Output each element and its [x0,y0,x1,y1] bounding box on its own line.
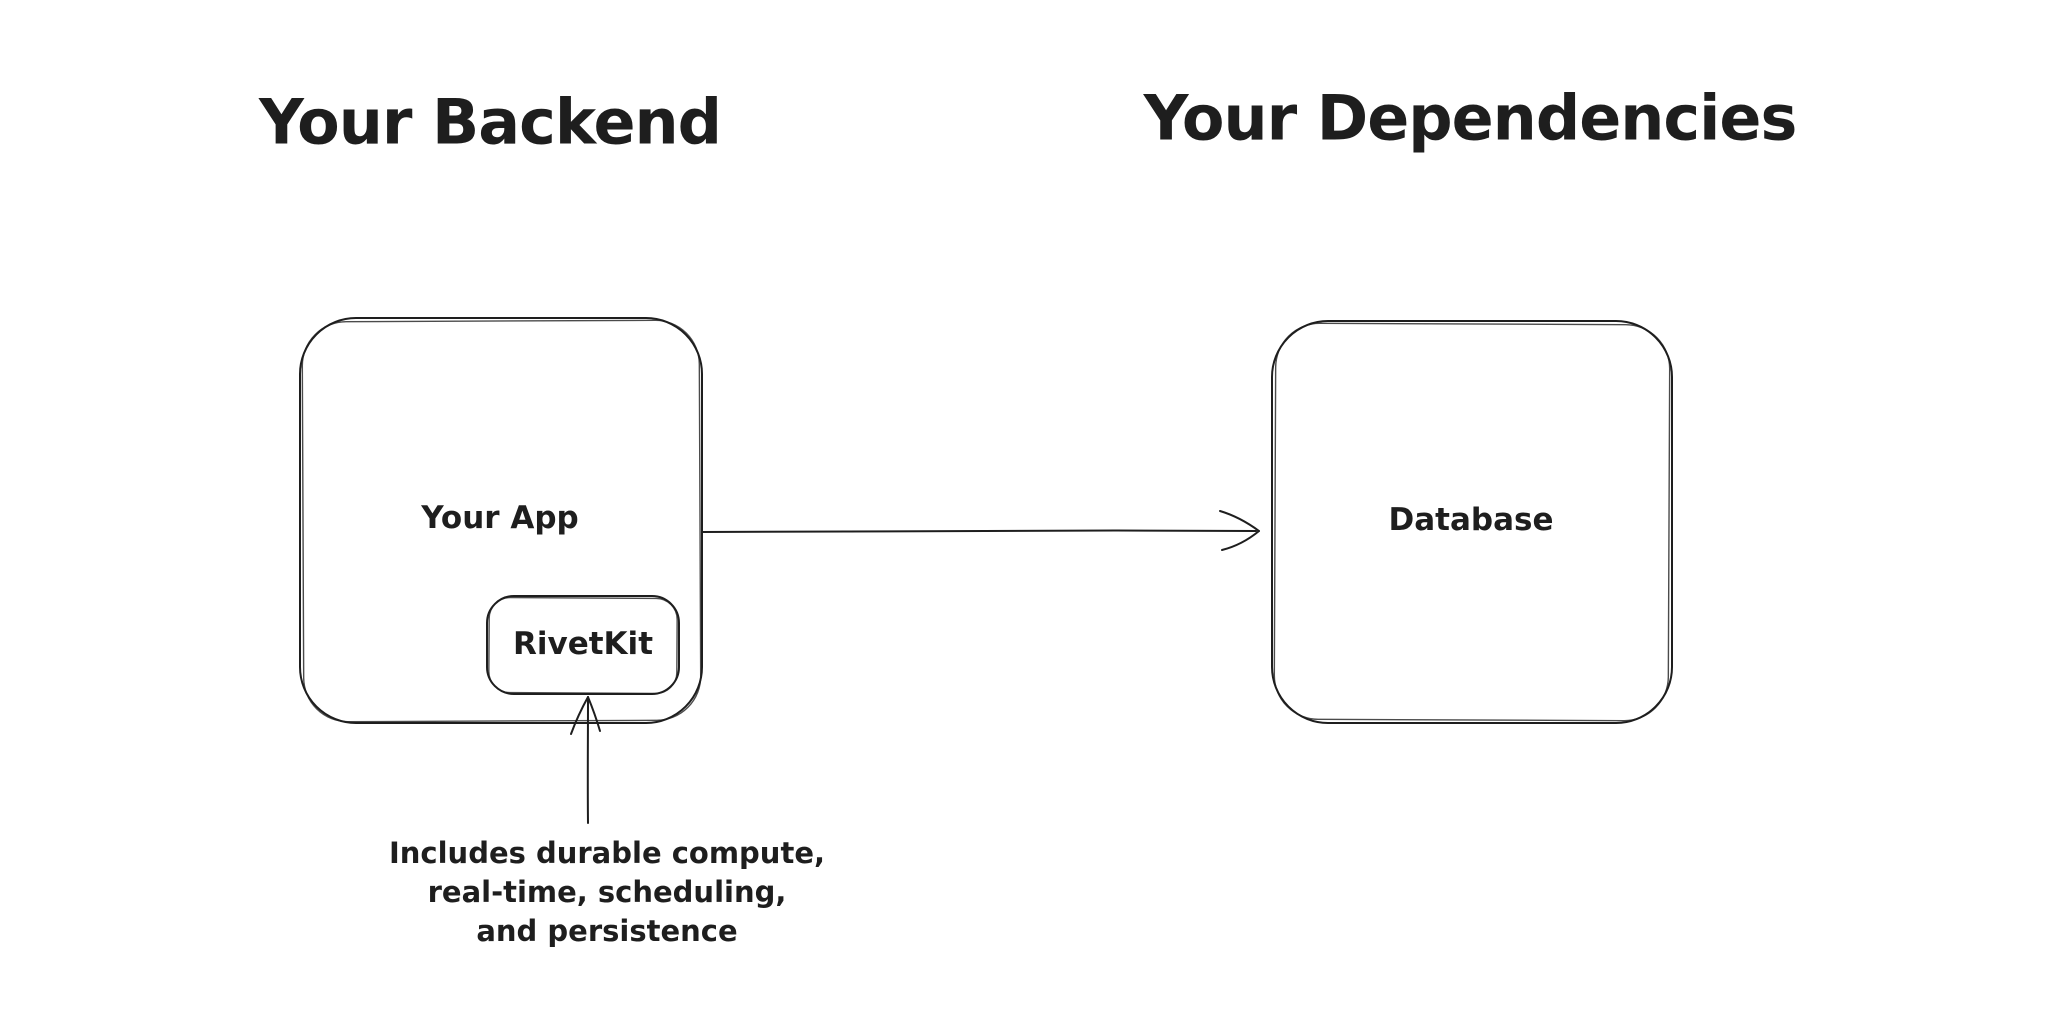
database-box [1271,320,1673,724]
rivetkit-box [486,595,680,695]
your-app-box [299,317,703,724]
title-your-backend: Your Backend [258,85,722,159]
arrow-annotation-to-rivetkit-icon [570,696,601,824]
rivetkit-label: RivetKit [512,626,654,662]
arrow-app-to-database-icon [701,510,1260,551]
annotation-text: Includes durable compute, real-time, sch… [389,834,825,951]
your-app-label: Your App [421,500,579,536]
annotation-line: Includes durable compute, [388,836,826,870]
annotation-line: and persistence [476,914,738,948]
annotation-line: real-time, scheduling, [427,875,787,909]
title-your-dependencies: Your Dependencies [1143,81,1798,155]
database-label: Database [1388,502,1554,538]
